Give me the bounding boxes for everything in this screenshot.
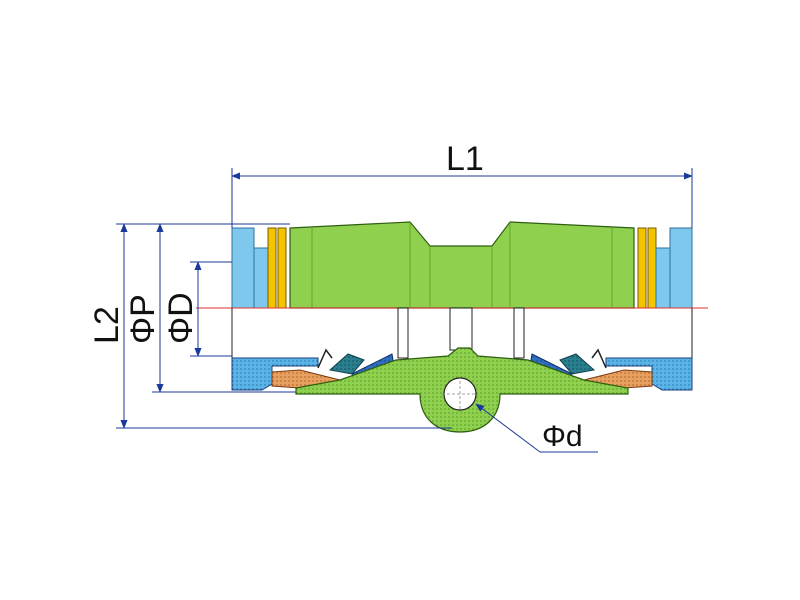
- left-tube-stop: [397, 307, 409, 359]
- right-spring-clip: [591, 348, 607, 369]
- fitting-exterior: [231, 221, 693, 309]
- left-oring: [277, 227, 287, 309]
- body-exterior: [289, 221, 635, 309]
- left-oring: [267, 227, 277, 309]
- left-spring-clip: [317, 348, 333, 369]
- phi-p-label: ΦP: [124, 294, 162, 344]
- dimensions: [116, 168, 693, 453]
- right-oring: [637, 227, 647, 309]
- l1-label: L1: [446, 140, 484, 178]
- right-release-collet: [669, 227, 693, 309]
- phi-small-d-label: Φd: [542, 420, 583, 453]
- left-release-collet: [231, 227, 255, 309]
- phi-d-label: ΦD: [162, 292, 200, 344]
- l2-label: L2: [88, 306, 126, 344]
- left-seal: [328, 353, 365, 375]
- left-collet-neck: [253, 247, 269, 309]
- right-collet-neck: [655, 247, 671, 309]
- center-port: [449, 307, 473, 351]
- fitting-section: [231, 307, 693, 433]
- right-tube-stop: [513, 307, 525, 359]
- right-seal: [559, 353, 596, 375]
- right-oring: [647, 227, 657, 309]
- phi-small-d-leader: [475, 403, 541, 453]
